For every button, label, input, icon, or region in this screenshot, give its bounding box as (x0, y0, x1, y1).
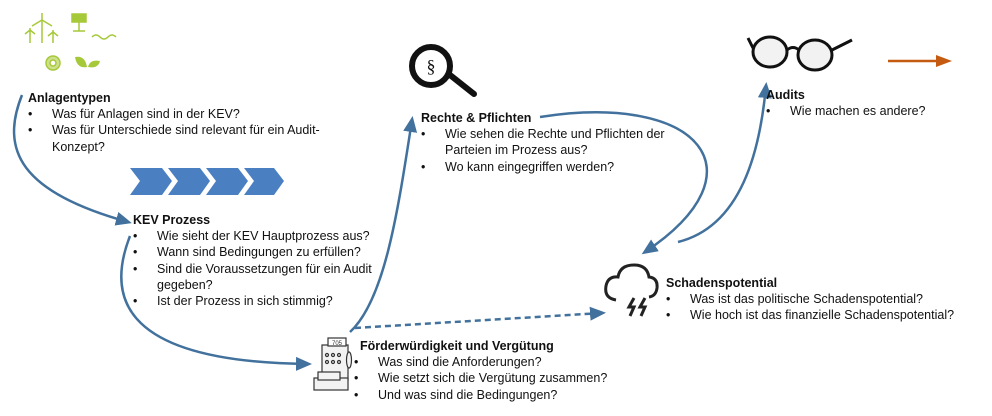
list-item: Ist der Prozess in sich stimmig? (133, 293, 393, 310)
rechte-list: Wie sehen die Rechte und Pflichten der P… (421, 126, 711, 175)
anlagentypen-list: Was für Anlagen sind in der KEV? Was für… (28, 106, 328, 155)
list-item: Was ist das politische Schadenspotential… (666, 291, 986, 308)
list-item: Wann sind Bedingungen zu erfüllen? (133, 244, 393, 261)
list-item: Wie sehen die Rechte und Pflichten der P… (421, 126, 711, 159)
list-item: Und was sind die Bedingungen? (354, 387, 680, 404)
storm-cloud-icon (604, 263, 659, 317)
foerder-block: Förderwürdigkeit und Vergütung Was sind … (354, 338, 680, 403)
anlagentypen-block: Anlagentypen Was für Anlagen sind in der… (28, 90, 328, 155)
magnifier-paragraph-icon (409, 44, 477, 97)
list-item: Wie sieht der KEV Hauptprozess aus? (133, 228, 393, 245)
list-item: Sind die Voraussetzungen für ein Audit g… (133, 261, 393, 294)
foerder-title: Förderwürdigkeit und Vergütung (360, 339, 554, 353)
anlagentypen-title: Anlagentypen (28, 91, 111, 105)
audits-list: Wie machen es andere? (766, 103, 986, 120)
list-item: Was für Anlagen sind in der KEV? (28, 106, 328, 123)
list-item: Wie hoch ist das finanzielle Schadenspot… (666, 307, 986, 324)
schaden-title: Schadenspotential (666, 276, 778, 290)
list-item: Wo kann eingegriffen werden? (421, 159, 711, 176)
list-item: Was sind die Anforderungen? (354, 354, 680, 371)
audits-title: Audits (766, 88, 805, 102)
audits-block: Audits Wie machen es andere? (766, 87, 986, 120)
process-chevrons (130, 168, 284, 195)
list-item: Wie machen es andere? (766, 103, 986, 120)
kev-list: Wie sieht der KEV Hauptprozess aus? Wann… (133, 228, 393, 310)
cash-register-icon (313, 337, 353, 391)
arrow-kev-to-foerder (120, 235, 312, 371)
kev-prozess-block: KEV Prozess Wie sieht der KEV Hauptproze… (133, 212, 393, 310)
renewable-energy-icons (24, 13, 117, 71)
schaden-list: Was ist das politische Schadenspotential… (666, 291, 986, 324)
arrow-anlagen-to-kev (12, 94, 132, 226)
arrow-schaden-to-audits (677, 82, 772, 244)
glasses-icon (746, 35, 853, 72)
paragraph-symbol: § (427, 56, 436, 76)
register-display: 705 (332, 341, 343, 347)
rechte-title: Rechte & Pflichten (421, 111, 532, 125)
rechte-block: Rechte & Pflichten Wie sehen die Rechte … (421, 110, 711, 175)
schaden-block: Schadenspotential Was ist das politische… (666, 275, 986, 324)
foerder-list: Was sind die Anforderungen? Wie setzt si… (354, 354, 680, 403)
kev-title: KEV Prozess (133, 213, 211, 227)
arrow-foerder-to-schaden-dashed (354, 306, 606, 330)
list-item: Was für Unterschiede sind relevant für e… (28, 122, 328, 155)
list-item: Wie setzt sich die Vergütung zusammen? (354, 370, 680, 387)
